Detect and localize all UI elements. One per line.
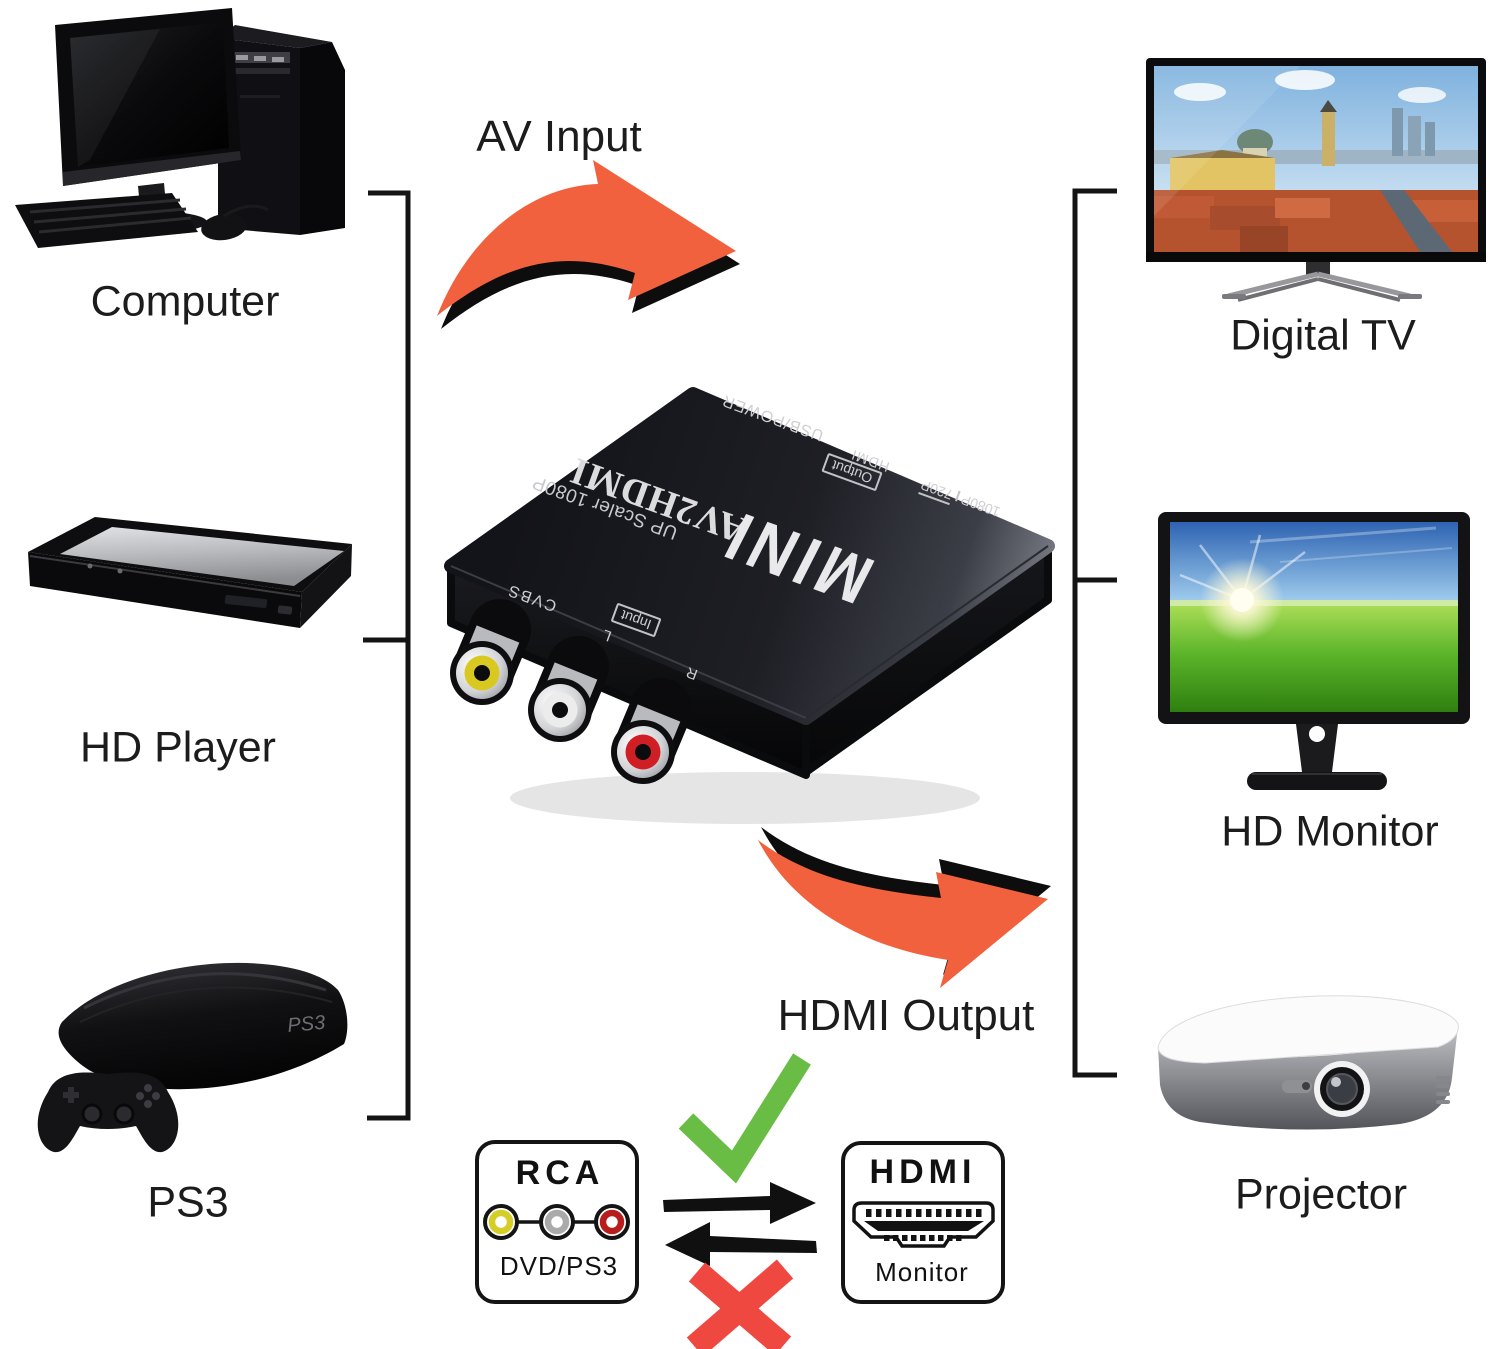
rca-badge xyxy=(475,1140,639,1304)
hd-monitor-illustration xyxy=(1158,512,1470,790)
digital-tv-stand xyxy=(1222,262,1422,302)
computer-illustration xyxy=(15,8,345,248)
av-input-label: AV Input xyxy=(476,112,642,161)
digital-tv-illustration xyxy=(1146,58,1486,302)
converter-illustration xyxy=(444,387,1055,824)
hdmi-connector-icon xyxy=(852,1201,995,1248)
hdmi-badge-subtitle: Monitor xyxy=(875,1257,969,1287)
check-icon xyxy=(678,1053,811,1184)
hd-monitor-label: HD Monitor xyxy=(1221,807,1439,856)
rca-jack-red xyxy=(611,678,692,784)
rca-jack-yellow xyxy=(450,599,531,705)
computer-mouse xyxy=(201,204,269,241)
hdmi-badge xyxy=(841,1141,1005,1304)
computer-keyboard xyxy=(15,193,198,248)
ps3-controller xyxy=(37,1072,179,1153)
cross-icon xyxy=(686,1259,794,1349)
hd-player-label: HD Player xyxy=(80,723,276,772)
rca-jack-white xyxy=(528,636,609,742)
hdmi-output-label: HDMI Output xyxy=(777,991,1035,1040)
computer-label: Computer xyxy=(90,277,280,326)
hd-monitor-stand xyxy=(1247,724,1387,790)
projector-vents xyxy=(1436,1076,1450,1104)
projector-illustration xyxy=(1157,995,1459,1130)
exchange-arrows-icon xyxy=(663,1182,817,1266)
right-bracket xyxy=(1072,188,1117,1078)
hd-player-illustration xyxy=(28,517,352,628)
hd-monitor-screen xyxy=(1170,522,1458,712)
digital-tv-label: Digital TV xyxy=(1230,311,1416,360)
hdmi-badge-title: HDMI xyxy=(869,1153,977,1191)
av-input-arrow xyxy=(437,160,740,329)
hdmi-output-arrow xyxy=(758,827,1051,988)
switch-tick xyxy=(954,490,961,502)
ps3-illustration: PS3 xyxy=(37,962,348,1153)
rca-badge-title: RCA xyxy=(515,1154,605,1192)
projector-label: Projector xyxy=(1234,1170,1408,1219)
rca-badge-subtitle: DVD/PS3 xyxy=(499,1251,619,1281)
ps3-label: PS3 xyxy=(147,1178,229,1227)
digital-tv-screen xyxy=(1154,66,1478,252)
ps3-logo: PS3 xyxy=(287,1012,327,1037)
projector-lens xyxy=(1314,1061,1370,1117)
left-bracket xyxy=(363,190,411,1121)
rca-connectors-icon xyxy=(483,1204,630,1240)
computer-tower xyxy=(218,25,345,235)
